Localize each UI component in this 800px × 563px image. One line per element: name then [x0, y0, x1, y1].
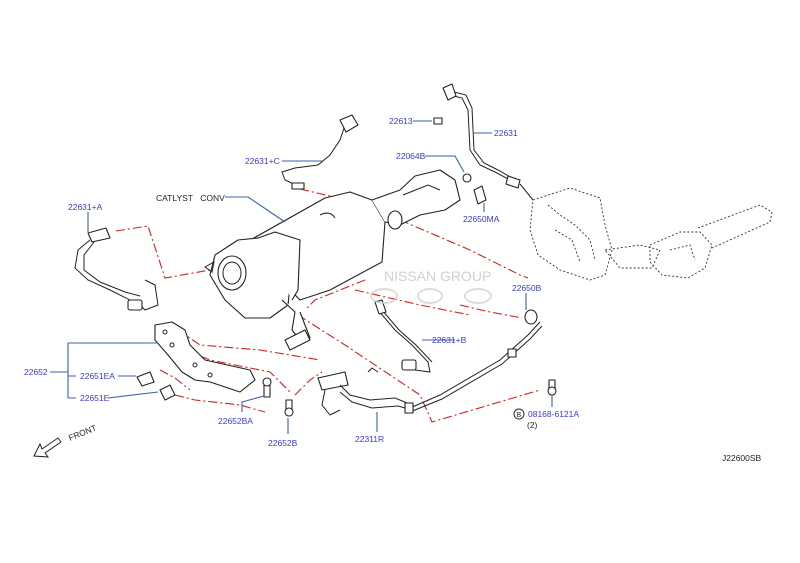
part-label-22652b[interactable]: 22652B	[268, 438, 298, 448]
watermark: NISSAN GROUP	[370, 268, 492, 304]
part-label-22652ba[interactable]: 22652BA	[218, 416, 253, 426]
part-label-22650b[interactable]: 22650B	[512, 283, 542, 293]
watermark-text: NISSAN GROUP	[384, 268, 491, 284]
part-label-22631-c[interactable]: 22631+C	[245, 156, 280, 166]
datsun-logo-icon	[464, 288, 492, 304]
nissan-logo-icon	[370, 288, 398, 304]
engine-phantom	[529, 187, 773, 281]
bracket-22652	[154, 321, 256, 393]
pressure-sensor-22311r	[317, 321, 543, 416]
part-label-22311r[interactable]: 22311R	[355, 434, 384, 444]
part-label-22651ea[interactable]: 22651EA	[80, 371, 115, 381]
leader-lines	[50, 120, 553, 434]
part-label-22064b[interactable]: 22064B	[396, 151, 426, 161]
front-direction-indicator: FRONT	[33, 423, 98, 458]
sensor-22631-b	[374, 299, 433, 373]
part-label-22631[interactable]: 22631	[494, 128, 518, 138]
sensor-22631-a	[74, 227, 159, 311]
title-label: CATLYST CONV	[156, 193, 225, 203]
front-label: FRONT	[67, 423, 98, 443]
sensor-22631-c	[281, 114, 359, 190]
part-label-22650ma[interactable]: 22650MA	[463, 214, 500, 224]
catalytic-converter	[204, 169, 461, 351]
part-qty-08168-6121a: (2)	[527, 420, 538, 430]
part-label-22613[interactable]: 22613	[389, 116, 413, 126]
fasteners	[136, 117, 557, 417]
part-label-22631-a[interactable]: 22631+A	[68, 202, 103, 212]
sensor-22631-upper	[442, 83, 534, 201]
bolt-badge-letter: B	[517, 412, 522, 419]
part-label-08168-6121a[interactable]: 08168-6121A	[528, 409, 579, 419]
part-label-22651e[interactable]: 22651E	[80, 393, 110, 403]
infiniti-logo-icon	[417, 288, 443, 304]
front-arrow-icon	[33, 437, 62, 458]
part-labels: CATLYST CONV 22613 22631 22064B 22650MA …	[24, 116, 762, 463]
part-label-22631-b[interactable]: 22631+B	[432, 335, 467, 345]
figure-code: J22600SB	[722, 453, 762, 463]
bolt-badge-icon	[513, 408, 525, 420]
part-label-22652[interactable]: 22652	[24, 367, 48, 377]
